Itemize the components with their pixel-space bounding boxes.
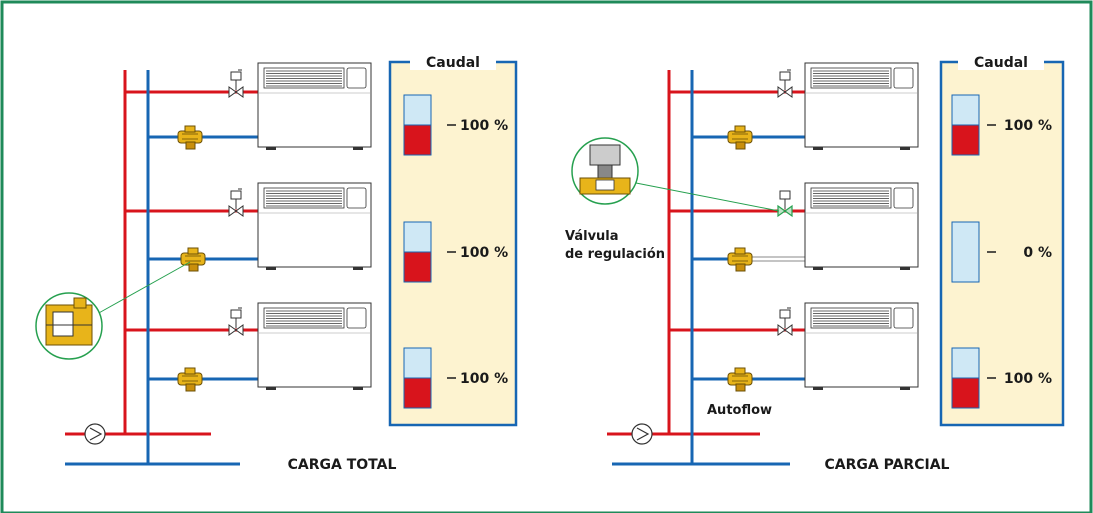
- right-diagram: Válvula de regulación Autoflow Caudal 10…: [565, 54, 1065, 473]
- zoom-detail-icon: [35, 292, 103, 360]
- radiator-icon: [257, 62, 372, 151]
- flow-gauge-label: 0 %: [1023, 245, 1052, 261]
- caption-carga-parcial: CARGA PARCIAL: [825, 457, 950, 473]
- radiator-icon: [257, 182, 372, 271]
- radiator-icon: [804, 182, 919, 271]
- flow-gauge: [951, 221, 980, 283]
- two-way-valve-closed-icon: [777, 190, 793, 218]
- zoom-detail-icon: [571, 137, 639, 205]
- flow-panel-title: Caudal: [974, 55, 1028, 71]
- flow-gauge-fill: [403, 251, 432, 283]
- flow-gauge-label: 100 %: [460, 118, 508, 134]
- flow-gauge-label: 100 %: [460, 371, 508, 387]
- flow-gauge-label: 100 %: [1004, 371, 1052, 387]
- radiator-icon: [804, 302, 919, 391]
- valve-label-line1: Válvula: [565, 229, 619, 244]
- pump-icon: [84, 423, 106, 445]
- flow-gauge-label: 100 %: [460, 245, 508, 261]
- flow-gauge-fill: [403, 124, 432, 156]
- flow-panel-title-bg: [410, 54, 496, 70]
- flow-gauge-fill: [951, 124, 980, 156]
- flow-gauges: 100 % 0 % 100 %: [951, 94, 1052, 409]
- flow-panel-title-bg: [958, 54, 1044, 70]
- flow-gauge-fill: [951, 377, 980, 409]
- caption-carga-total: CARGA TOTAL: [288, 457, 397, 473]
- autoflow-label: Autoflow: [707, 403, 772, 418]
- valve-label-line2: de regulación: [565, 247, 665, 262]
- left-diagram: Caudal 100 % 100 % 100 % CARGA TOTAL: [35, 54, 518, 473]
- flow-gauge-fill: [403, 377, 432, 409]
- radiator-icon: [804, 62, 919, 151]
- flow-panel-title: Caudal: [426, 55, 480, 71]
- radiator-icon: [257, 302, 372, 391]
- flow-gauges: 100 % 100 % 100 %: [403, 94, 508, 409]
- pump-icon: [631, 423, 653, 445]
- flow-gauge-label: 100 %: [1004, 118, 1052, 134]
